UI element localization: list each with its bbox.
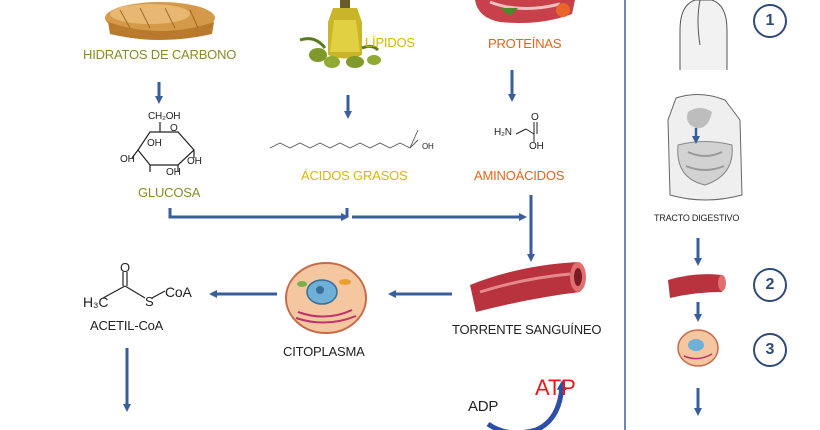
bread-icon — [105, 2, 215, 40]
acetyl-o: O — [120, 260, 130, 275]
digestive-tract-label: TRACTO DIGESTIVO — [654, 213, 740, 223]
amino-h2n: H₂N — [494, 127, 512, 138]
small-cell-icon — [677, 329, 719, 367]
arrow-adp-atp — [486, 380, 567, 430]
acetyl-coa-structure — [102, 272, 166, 299]
glucose-oh-mid: OH — [147, 138, 162, 149]
atp-label: ATP — [535, 375, 576, 400]
olive-oil-icon — [299, 0, 381, 68]
bloodstream-label: TORRENTE SANGUÍNEO — [452, 322, 602, 337]
amino-oh: OH — [529, 141, 544, 152]
acetyl-h3c: H₃C — [83, 294, 109, 310]
acetyl-coa-label: ACETIL-CoA — [90, 318, 164, 333]
lipids-label: LÍPIDOS — [365, 35, 415, 50]
arrow-glucose-merge — [168, 208, 349, 221]
carbs-label: HIDRATOS DE CARBONO — [83, 47, 237, 62]
step-1-badge: 1 — [753, 4, 787, 38]
step-3-badge: 3 — [753, 333, 787, 367]
glucose-oh-bottom: OH — [166, 167, 181, 178]
glucose-oh-right: OH — [187, 156, 202, 167]
glucose-oh-left: OH — [120, 154, 135, 165]
amino-o: O — [531, 112, 539, 123]
blood-vessel-icon — [470, 262, 586, 312]
glucose-ch2oh: CH₂OH — [148, 111, 181, 122]
meat-icon — [475, 0, 575, 23]
glucose-structure — [131, 122, 195, 172]
cytoplasm-label: CITOPLASMA — [283, 344, 365, 359]
fatty-acid-chain — [269, 139, 419, 149]
amino-acid-structure — [515, 122, 538, 142]
glucose-ring-o: O — [170, 123, 178, 134]
acetyl-coa-group: CoA — [165, 284, 192, 300]
small-blood-vessel-icon — [668, 274, 726, 298]
proteins-label: PROTEÍNAS — [488, 36, 562, 51]
fatty-acids-label: ÁCIDOS GRASOS — [301, 168, 408, 183]
acetyl-s: S — [145, 294, 154, 309]
step-2-badge: 2 — [753, 268, 787, 302]
body-silhouette-icon — [679, 0, 728, 70]
amino-acids-label: AMINOÁCIDOS — [474, 168, 565, 183]
digestive-system-icon — [667, 94, 743, 201]
fatty-acid-oh: OH — [422, 142, 434, 151]
cell-icon — [285, 262, 367, 334]
glucose-label: GLUCOSA — [138, 185, 201, 200]
adp-label: ADP — [468, 398, 499, 415]
